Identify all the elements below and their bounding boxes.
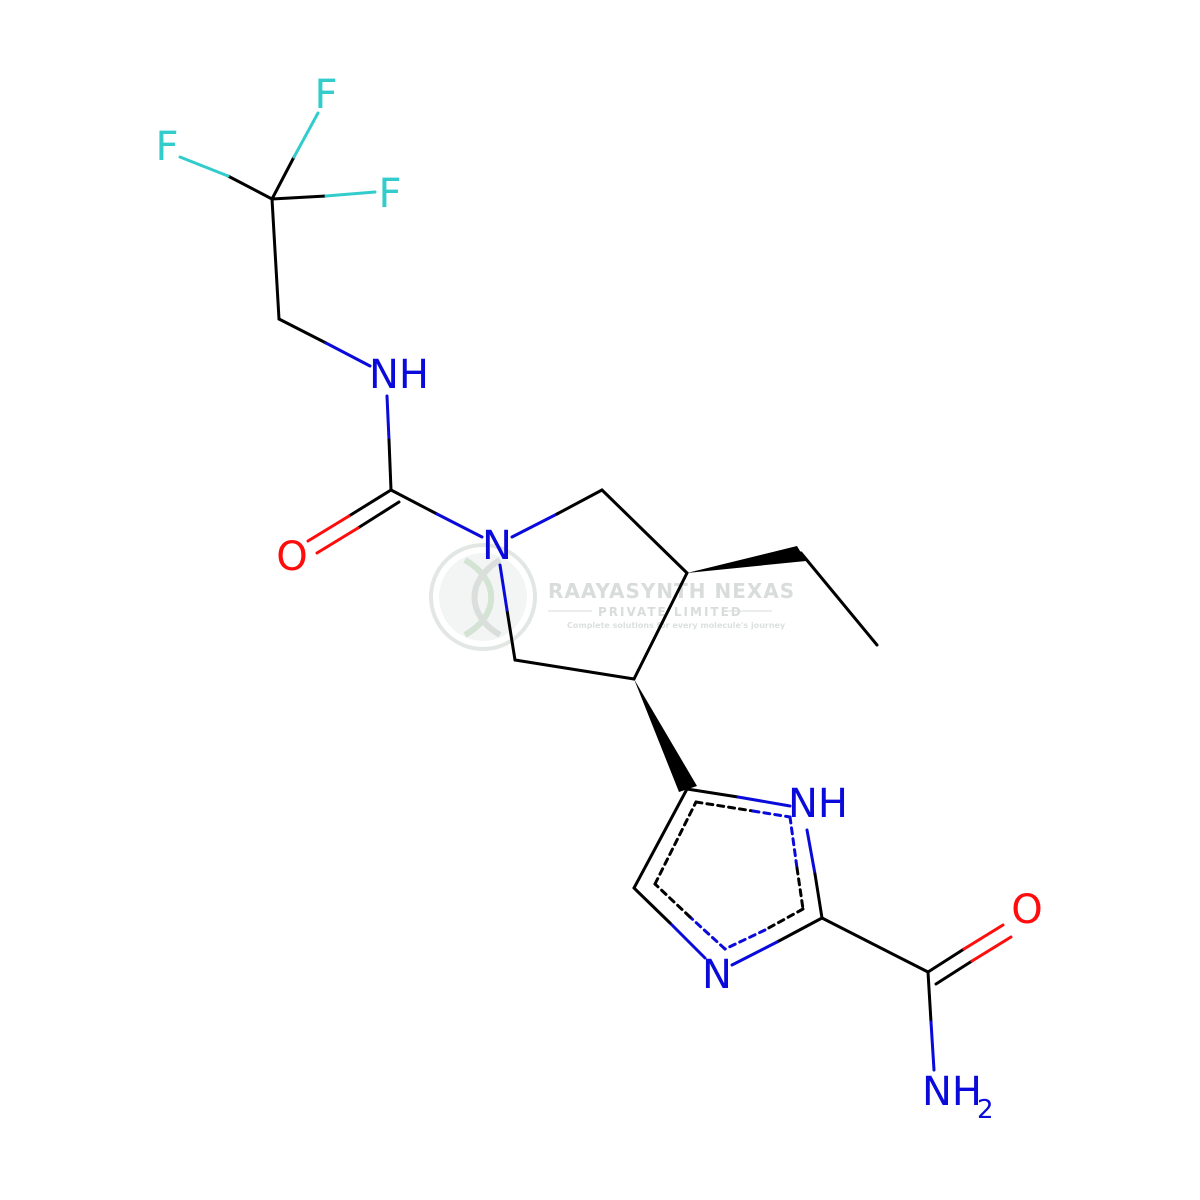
bond-c-f-left: [226, 174, 274, 201]
dna-helix-icon: [429, 543, 537, 651]
atom-nh2-main: NH: [922, 1069, 982, 1115]
bond-n3-c4: [668, 921, 707, 960]
bond-nh-carbonyl: [385, 394, 391, 442]
bond-co-double-b: [356, 500, 401, 530]
atom-o-carboxamide: O: [1011, 887, 1042, 933]
atom-n-imidazole: N: [702, 952, 732, 998]
bond-carbonyl-nring: [389, 488, 439, 516]
bond-n3-c4-black: [632, 886, 672, 925]
bond-c-f-right-colored: [324, 190, 377, 198]
bond-c-f-top-colored: [292, 111, 320, 159]
wedge-bond-imidazole: [634, 679, 697, 792]
bond-nring-c2-black: [555, 488, 604, 516]
bonds: [178, 111, 1013, 1072]
bond-co-double-b-red: [315, 526, 360, 555]
atom-nh2-subscript: 2: [977, 1095, 994, 1125]
bond-nh-carbonyl-black: [387, 438, 393, 492]
atom-o-urea: O: [276, 534, 307, 580]
bond-amide-co-a-red: [962, 923, 1005, 951]
bond-c-f-right: [270, 194, 328, 201]
atom-f-left: F: [155, 124, 178, 170]
bond-c2im-amideC: [820, 916, 930, 974]
aromatic-dash-1: [694, 800, 755, 813]
bond-c-f-top: [270, 155, 296, 201]
bond-c5-nring: [505, 608, 517, 662]
bond-c2im-n3: [775, 916, 824, 944]
aromatic-dash-8: [653, 882, 692, 919]
bond-c4im-nh-colored: [736, 795, 792, 808]
bond-c2-c3: [600, 488, 689, 575]
bond-c3-c4: [632, 571, 689, 681]
aromatic-dash-4: [795, 866, 805, 911]
watermark-title: RAAYASYNTH NEXAS: [548, 579, 795, 603]
bond-amideC-nh2-colored: [929, 1020, 936, 1072]
bond-c5-nring-colored: [498, 563, 509, 612]
watermark: RAAYASYNTH NEXAS PRIVATE LIMITED Complet…: [429, 543, 795, 651]
atom-nh-amide: NH: [369, 352, 429, 398]
bond-nh-c2im: [805, 828, 817, 876]
aromatic-dash-7: [688, 915, 727, 951]
bond-ch2-nh-colored: [324, 341, 372, 368]
atom-n-ring: N: [482, 523, 512, 569]
bond-ethyl-ch2-ch3: [799, 551, 879, 647]
wedge-bond-ethyl: [687, 546, 806, 573]
bond-c4-c5im: [632, 787, 689, 890]
bond-nh-c2im-black: [813, 872, 824, 920]
aromatic-dash-6: [723, 928, 767, 951]
bond-ch2-nh: [277, 317, 328, 345]
atom-f-top: F: [314, 72, 337, 118]
watermark-tagline: Complete solutions for every molecule's …: [567, 621, 786, 630]
atom-f-right: F: [378, 171, 401, 217]
bond-carbonyl-nring-colored: [435, 512, 484, 539]
atom-labels: F F F NH O N NH N O NH 2: [155, 72, 1042, 1125]
bond-cf3-ch2: [270, 197, 281, 321]
bond-amide-co-b-red: [970, 935, 1013, 963]
bond-co-double-a: [347, 488, 393, 518]
bond-c4im-nh: [685, 787, 740, 799]
aromatic-dash-2: [751, 809, 792, 819]
atom-nh2: NH 2: [922, 1069, 994, 1125]
bond-amide-co-a: [926, 947, 966, 974]
bond-nring-c2: [510, 512, 559, 539]
bond-c-f-left-colored: [178, 155, 230, 178]
watermark-subtitle: PRIVATE LIMITED: [598, 605, 743, 619]
bond-amideC-nh2: [926, 970, 933, 1024]
aromatic-dash-3: [788, 815, 799, 870]
aromatic-dash-9: [653, 800, 698, 886]
bond-amide-co-b: [934, 959, 974, 986]
bond-co-double-a-red: [306, 514, 351, 543]
bond-c2im-n3-colored: [730, 940, 779, 967]
atom-nh-imidazole: NH: [788, 781, 848, 827]
bond-c4-c5: [513, 658, 636, 681]
aromatic-dash-5: [763, 907, 805, 932]
